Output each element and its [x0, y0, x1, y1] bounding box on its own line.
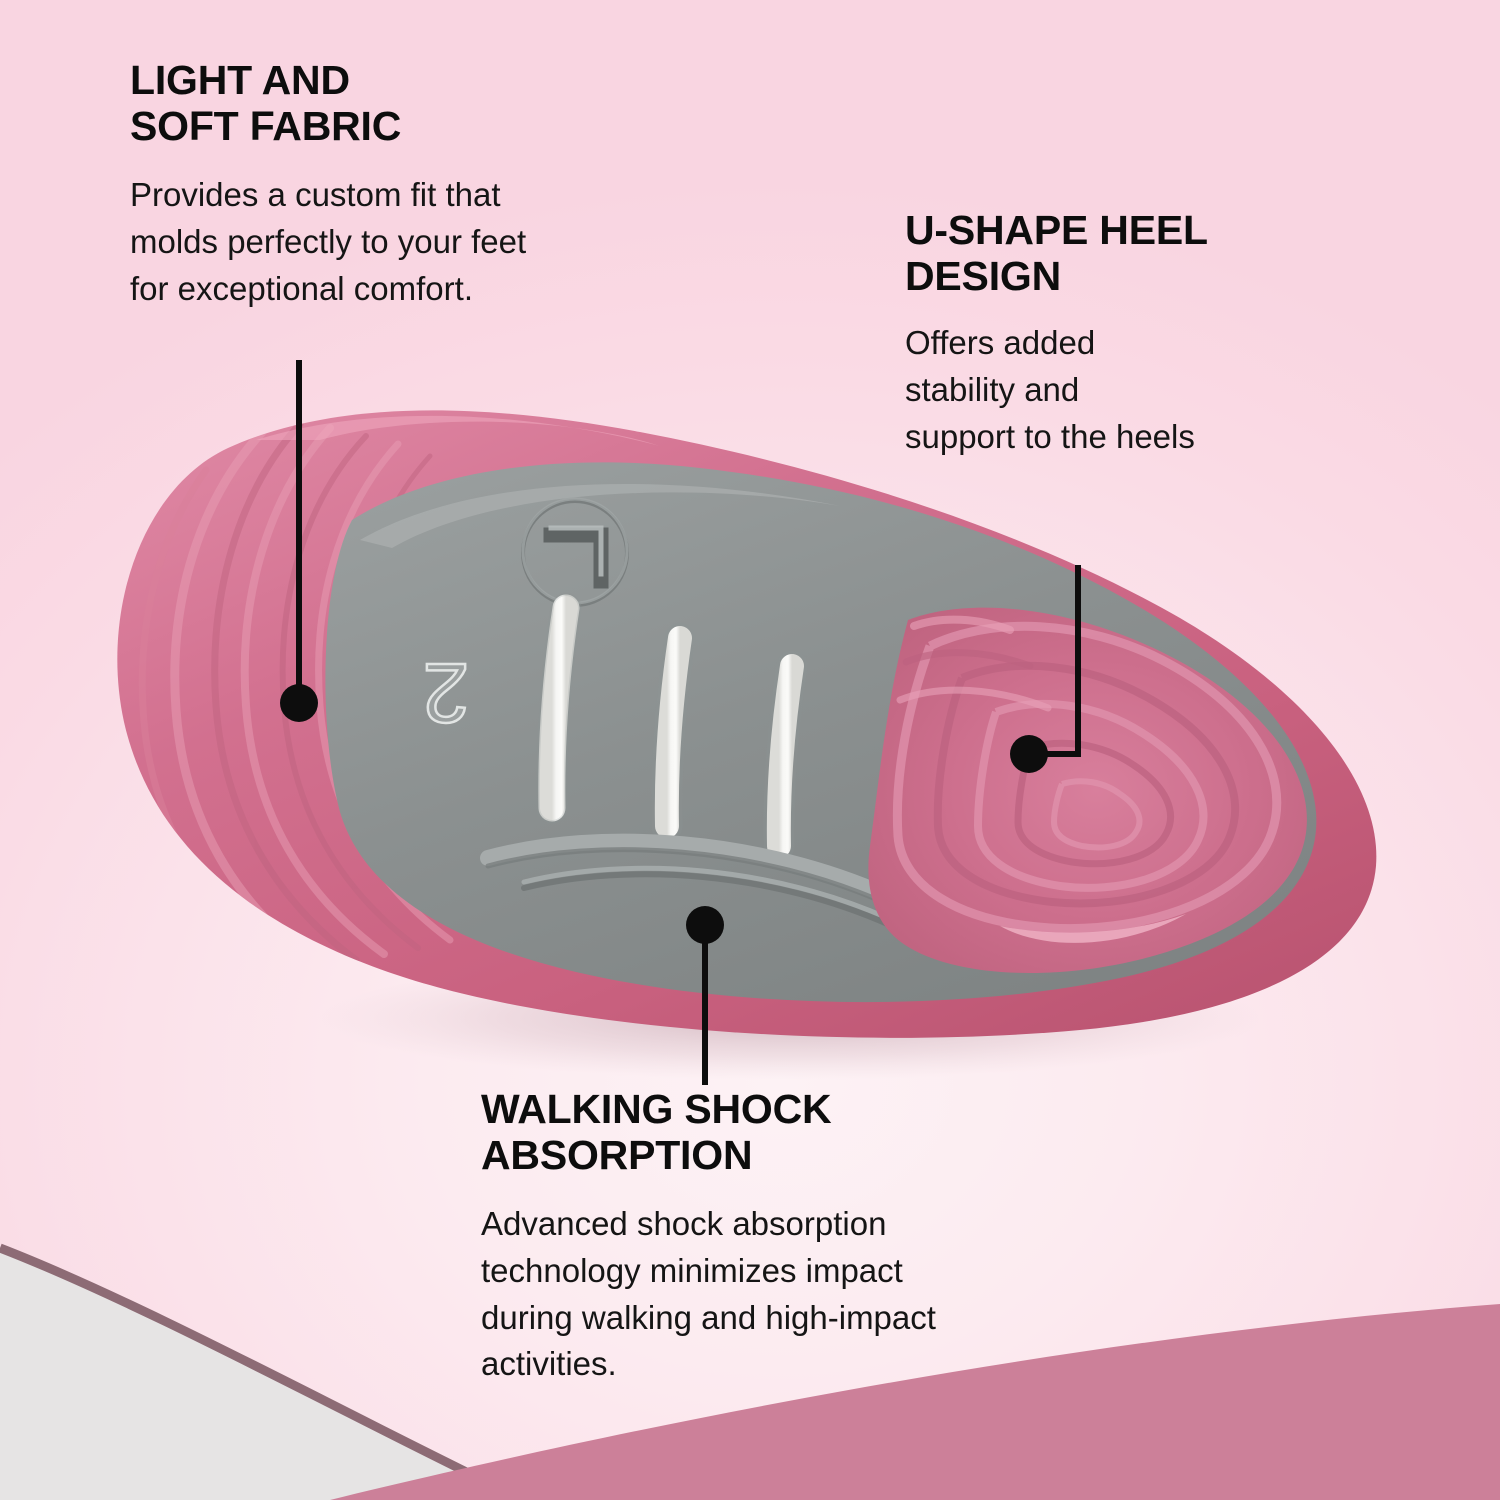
heel-cup-gloss	[1000, 914, 1186, 943]
callout-walking-shock-absorption: WALKING SHOCK ABSORPTION Advanced shock …	[481, 1086, 1061, 1388]
callout-body: Advanced shock absorption technology min…	[481, 1204, 936, 1383]
side-marking-L	[521, 497, 629, 607]
marker-dot-fabric	[280, 684, 318, 722]
gel-strips	[536, 592, 808, 862]
marker-dot-shock	[686, 906, 724, 944]
arch-support-lines	[480, 833, 900, 929]
size-marking-2: 2	[421, 645, 470, 742]
heel-cup	[868, 607, 1307, 974]
callout-light-and-soft-fabric: LIGHT AND SOFT FABRIC Provides a custom …	[130, 57, 670, 312]
callout-title: U-SHAPE HEEL DESIGN	[905, 207, 1208, 299]
heel-rings	[892, 621, 1282, 934]
callout-u-shape-heel-design: U-SHAPE HEEL DESIGN Offers added stabili…	[905, 207, 1305, 460]
marker-dot-heel	[1010, 735, 1048, 773]
size-marking-label: 2	[423, 646, 470, 740]
side-marking-glyph-highlight	[548, 525, 604, 577]
shell-highlight	[256, 415, 660, 446]
gel-strip	[766, 654, 804, 858]
callout-title: WALKING SHOCK ABSORPTION	[481, 1086, 832, 1178]
heel-rim-ridges	[896, 615, 1052, 712]
callout-title: LIGHT AND SOFT FABRIC	[130, 57, 402, 149]
callout-body: Provides a custom fit that molds perfect…	[130, 175, 527, 307]
leader-markers	[280, 684, 1048, 944]
pad-sheen	[360, 483, 840, 548]
callout-body: Offers added stability and support to th…	[905, 323, 1195, 455]
gel-strip	[539, 596, 578, 820]
gel-strip	[654, 626, 692, 838]
